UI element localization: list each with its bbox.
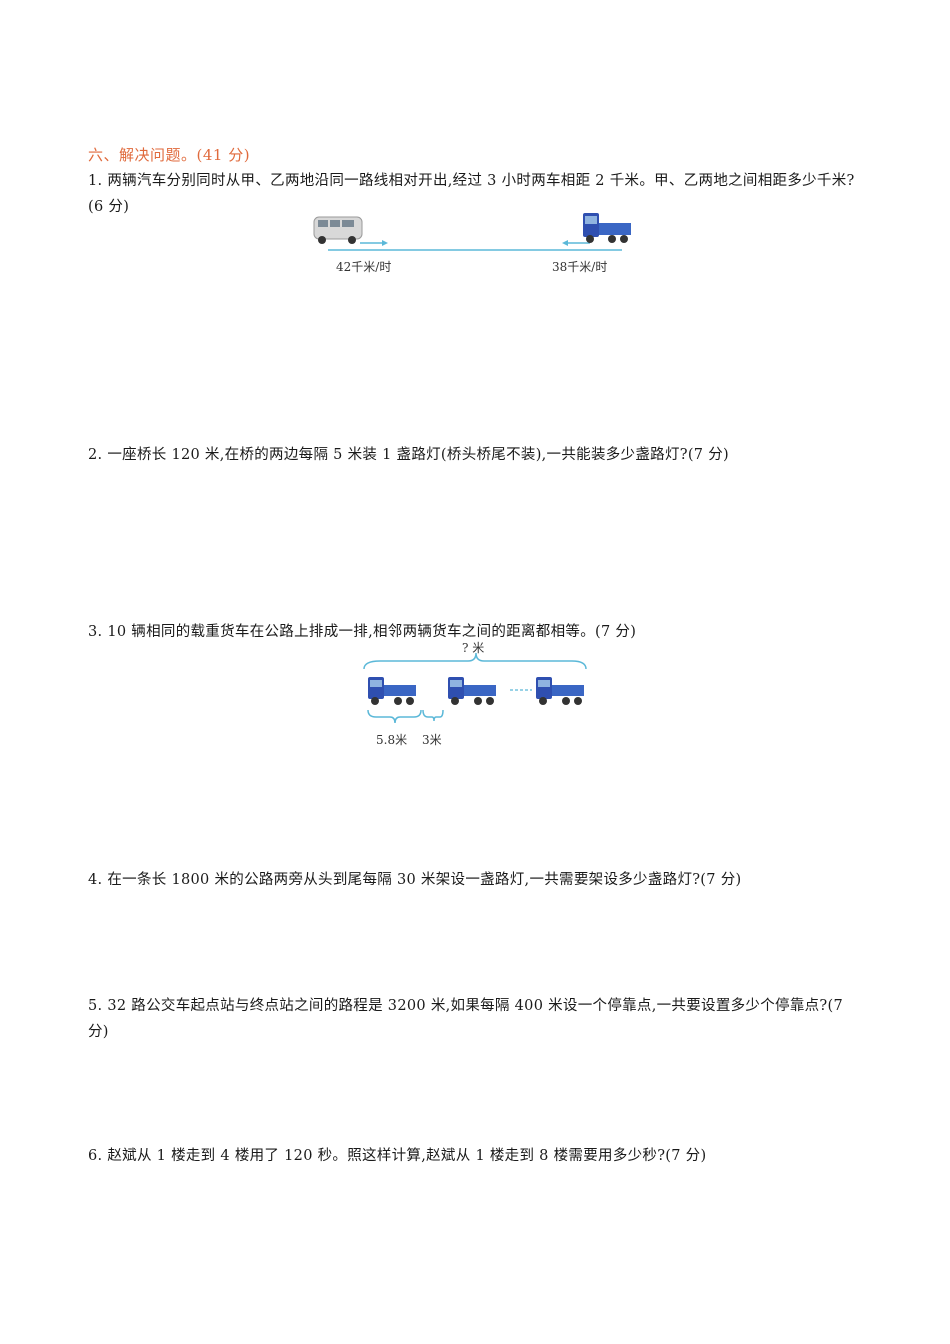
question-5: 5. 32 路公交车起点站与终点站之间的路程是 3200 米,如果每隔 400 …	[88, 998, 843, 1040]
truck-icon	[368, 677, 416, 705]
question-6: 6. 赵斌从 1 楼走到 4 楼用了 120 秒。照这样计算,赵斌从 1 楼走到…	[88, 1148, 707, 1164]
question-1: 1. 两辆汽车分别同时从甲、乙两地沿同一路线相对开出,经过 3 小时两车相距 2…	[88, 173, 855, 215]
question-4: 4. 在一条长 1800 米的公路两旁从头到尾每隔 30 米架设一盏路灯,一共需…	[88, 872, 742, 888]
question-1-figure: 42千米/时 38千米/时	[300, 205, 650, 285]
left-speed-label: 42千米/时	[336, 260, 392, 274]
truck-length-label: 5.8米	[376, 733, 408, 747]
truck-icon	[536, 677, 584, 705]
question-3-figure: ? 米	[350, 635, 600, 750]
trucks-diagram	[363, 652, 587, 724]
total-distance-label: ? 米	[462, 641, 485, 655]
truck-icon	[448, 677, 496, 705]
right-speed-label: 38千米/时	[552, 260, 608, 274]
van-icon	[313, 213, 631, 251]
truck-icon	[583, 213, 631, 243]
question-2: 2. 一座桥长 120 米,在桥的两边每隔 5 米装 1 盏路灯(桥头桥尾不装)…	[88, 447, 729, 463]
gap-length-label: 3米	[422, 733, 442, 747]
section-title: 六、解决问题。(41 分)	[88, 146, 251, 164]
question-3: 3. 10 辆相同的载重货车在公路上排成一排,相邻两辆货车之间的距离都相等。(7…	[88, 624, 637, 640]
